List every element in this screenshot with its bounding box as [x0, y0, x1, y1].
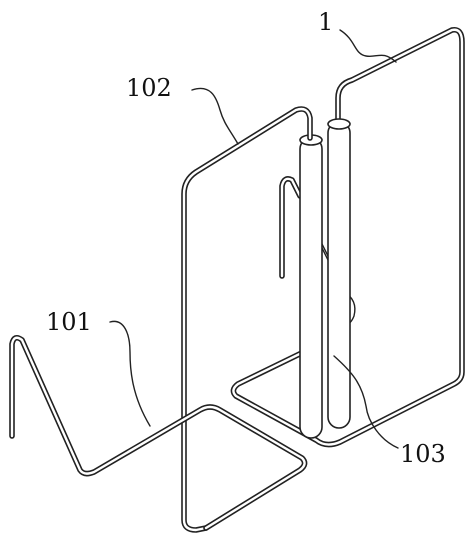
- leader-1: [339, 29, 397, 63]
- leader-103: [333, 355, 399, 449]
- label-front-wire: 101: [46, 308, 92, 336]
- leader-lines: [109, 29, 399, 449]
- tube-pair: [299, 118, 351, 439]
- leader-101: [109, 320, 151, 427]
- label-tube-pair: 103: [400, 440, 446, 468]
- back-frame: [230, 26, 465, 448]
- middle-frame: [181, 106, 313, 533]
- label-frame: 1: [318, 8, 333, 36]
- label-middle-wire: 102: [126, 74, 172, 102]
- hook-wire: [279, 176, 303, 279]
- leader-102: [191, 87, 239, 145]
- front-wire: [9, 334, 308, 531]
